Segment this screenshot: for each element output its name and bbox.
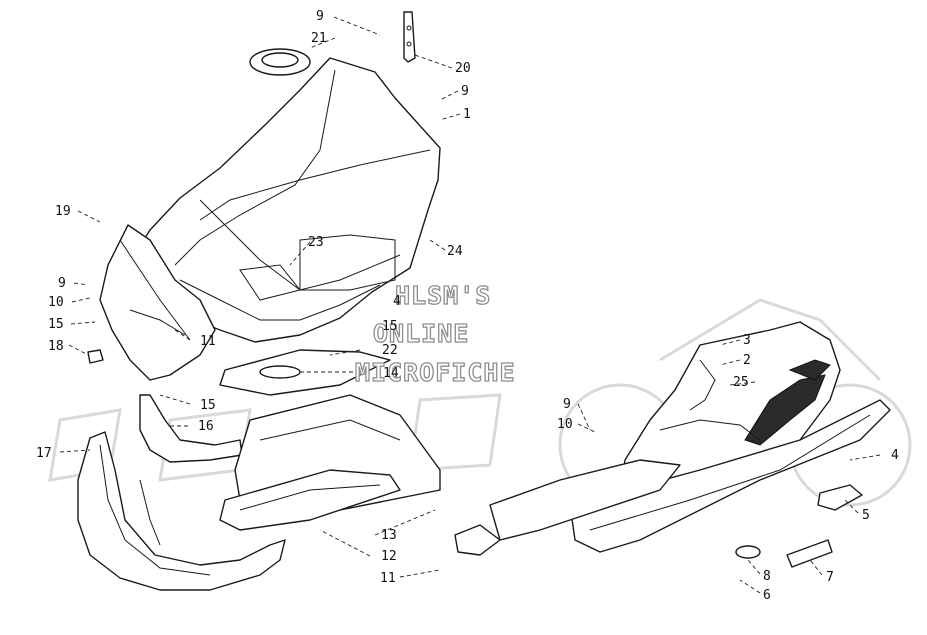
callout-3: 3: [743, 333, 751, 348]
callout-15-a: 15: [48, 317, 64, 332]
leader-lines: [59, 16, 881, 594]
callout-19: 19: [55, 204, 71, 219]
bracket-part: [403, 11, 416, 63]
callout-17: 17: [36, 446, 52, 461]
callout-11-b: 11: [380, 571, 396, 586]
callout-20: 20: [455, 61, 471, 76]
belly-pan-part: [219, 394, 441, 531]
upper-hood-part: [129, 57, 441, 343]
callout-5: 5: [862, 508, 870, 523]
tunnel-rail-part: [454, 459, 681, 556]
callout-18: 18: [48, 339, 64, 354]
watermark-text: HLSM'S ONLINE MICROFICHE: [354, 280, 516, 387]
left-panel-part: [99, 224, 216, 381]
callout-9-b: 9: [461, 84, 469, 99]
callout-16: 16: [198, 419, 214, 434]
callout-4-a: 4: [393, 294, 401, 309]
callout-4-b: 4: [891, 448, 899, 463]
running-board-part: [569, 399, 891, 553]
callout-9-d: 9: [563, 397, 571, 412]
callout-7: 7: [826, 570, 834, 585]
hardware-parts: [87, 349, 863, 568]
callout-25: 25: [733, 375, 749, 390]
callout-15-b: 15: [382, 319, 398, 334]
front-bumper-part: [77, 431, 286, 591]
callout-10-a: 10: [48, 295, 64, 310]
side-body-part: [619, 321, 841, 506]
callout-8: 8: [763, 569, 771, 584]
callout-10-b: 10: [557, 417, 573, 432]
callout-2: 2: [743, 353, 751, 368]
callout-23: 23: [308, 235, 324, 250]
callout-1: 1: [463, 107, 471, 122]
callout-9-a: 9: [316, 9, 324, 24]
callout-9-c: 9: [58, 276, 66, 291]
callout-13: 13: [381, 528, 397, 543]
bracket-16-part: [139, 394, 243, 463]
callout-14: 14: [383, 366, 399, 381]
callout-15-c: 15: [200, 398, 216, 413]
callout-11-a: 11: [200, 334, 216, 349]
callout-labels: 9 21 20 9 1 19 23 24 9 10 4 15 15 11 18 …: [36, 9, 899, 603]
watermark-line-1: HLSM'S: [395, 281, 491, 310]
callout-6: 6: [763, 588, 771, 603]
watermark-line-2: ONLINE: [373, 319, 469, 348]
callout-21: 21: [311, 31, 327, 46]
callout-22: 22: [382, 343, 398, 358]
grommet-ring-part: [249, 48, 311, 76]
callout-24: 24: [447, 244, 463, 259]
watermark-line-3: MICROFICHE: [355, 358, 516, 387]
callout-12: 12: [381, 549, 397, 564]
